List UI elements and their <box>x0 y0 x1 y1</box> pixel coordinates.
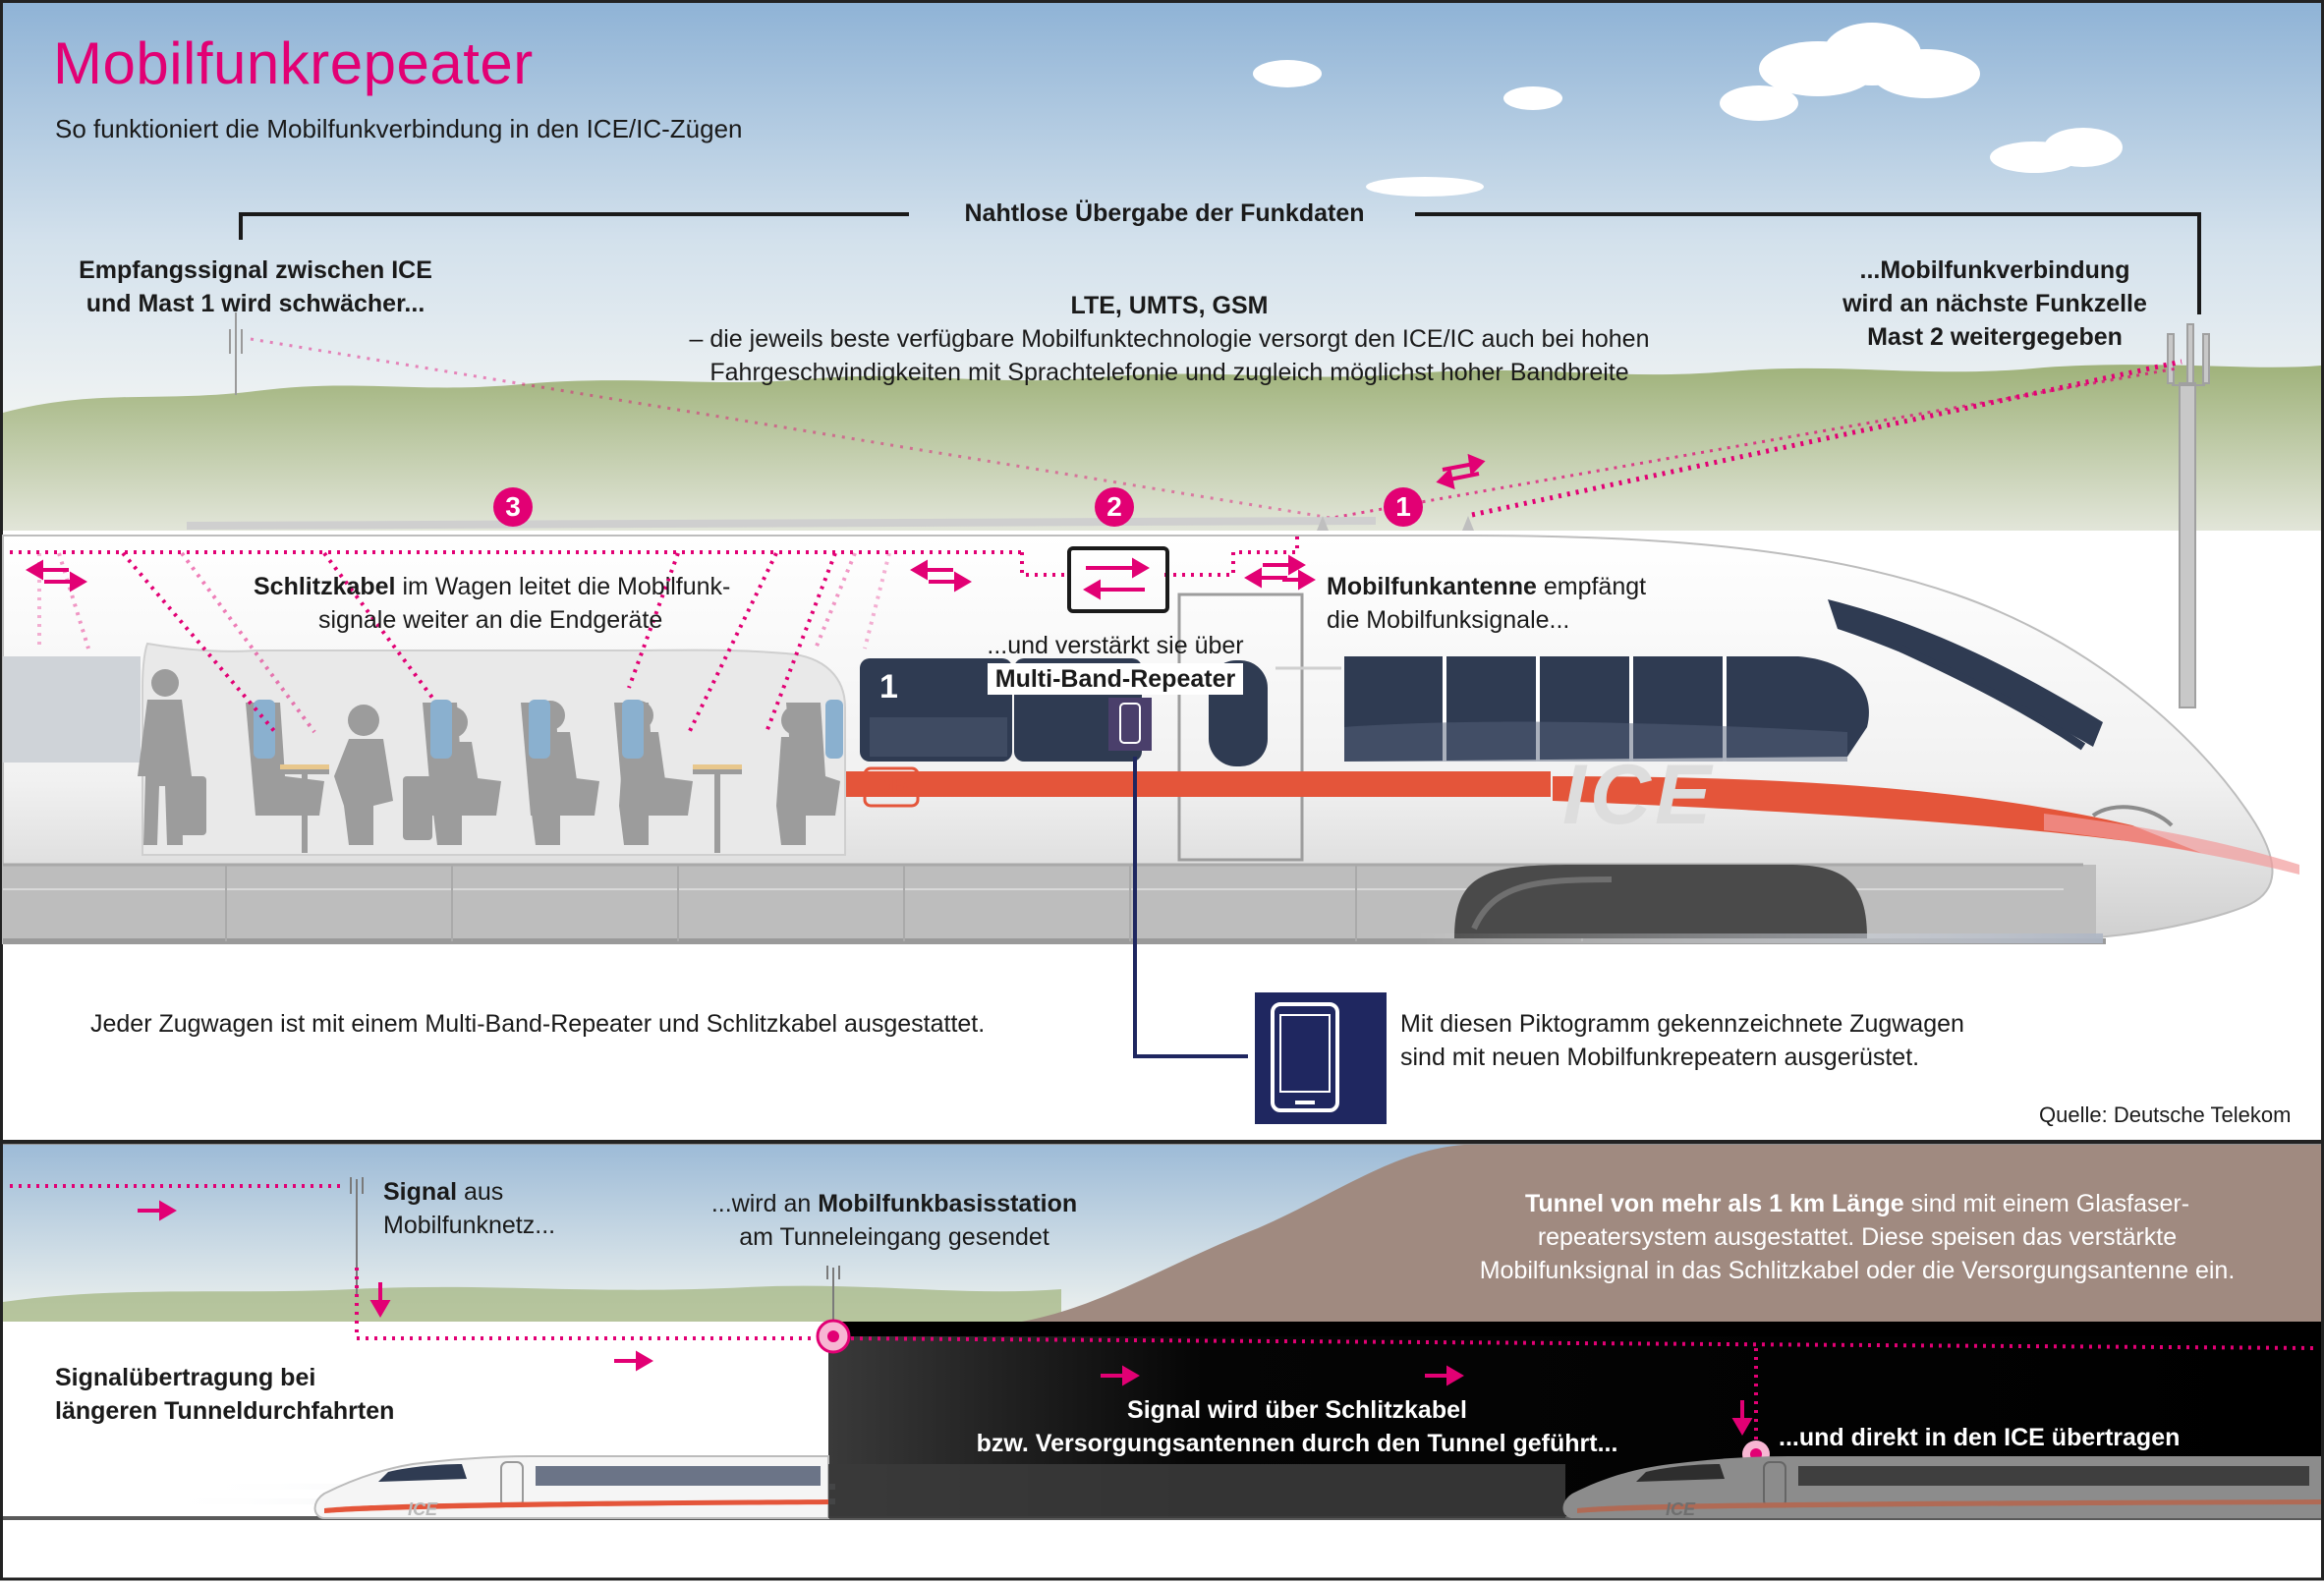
step-badge-2: 2 <box>1095 487 1134 527</box>
mast-1 <box>229 312 243 395</box>
handover-label: Nahtlose Übergabe der Funkdaten <box>964 199 1365 227</box>
car-number: 1 <box>879 668 898 706</box>
every-car-text: Jeder Zugwagen ist mit einem Multi-Band-… <box>90 1010 986 1038</box>
small-ice-grey <box>828 1456 2321 1518</box>
radio-beams <box>1326 359 2182 521</box>
mountain <box>1022 1145 2321 1334</box>
door <box>1177 593 1304 862</box>
base-station-mast <box>826 1266 840 1322</box>
page-subtitle: So funktioniert die Mobilfunkverbindung … <box>55 114 743 143</box>
mast-2 <box>2167 323 2210 708</box>
into-ice-text: ...und direkt in den ICE übertragen <box>1779 1424 2181 1451</box>
repeater-text: ...und verstärkt sie über Multi-Band-Rep… <box>987 632 1244 695</box>
repeater-box <box>1067 546 1169 613</box>
seats <box>254 700 843 759</box>
handover-bracket <box>239 212 2201 314</box>
window-band <box>3 656 141 763</box>
tunnel-arrows <box>138 1200 1753 1436</box>
tunnel-signal <box>10 1184 2318 1454</box>
db-logo-text: DB <box>874 772 909 799</box>
small-ice-brand: ICE <box>408 1499 438 1519</box>
step-badge-3: 3 <box>493 487 533 527</box>
hills <box>3 365 2321 536</box>
step-badge-1: 1 <box>1384 487 1423 527</box>
cloud <box>1253 23 2123 197</box>
bogie <box>1454 865 1867 938</box>
tech-title: LTE, UMTS, GSM <box>1070 292 1269 319</box>
page-title: Mobilfunkrepeater <box>53 30 534 96</box>
red-stripe <box>845 771 1551 797</box>
db-logo <box>863 766 920 808</box>
source-text: Quelle: Deutsche Telekom <box>2039 1102 2292 1127</box>
right-signal-text: ...Mobilfunkverbindung wird an nächste F… <box>1842 256 2147 351</box>
cabin-cutaway <box>142 642 846 856</box>
slot-cable-text: Schlitzkabel im Wagen leitet die Mobilfu… <box>254 573 731 634</box>
ice-brand: ICE <box>1562 748 1716 842</box>
antenna-text: Mobilfunkantenne empfängt die Mobilfunks… <box>1327 573 1647 634</box>
signal-text: Signal aus Mobilfunknetz... <box>383 1178 556 1239</box>
tech-text: LTE, UMTS, GSM – die jeweils beste verfü… <box>590 289 1749 389</box>
weak-beam <box>250 337 1337 521</box>
repeater-arrows <box>1083 557 1150 600</box>
through-tunnel-text: Signal wird über Schlitzkabel bzw. Verso… <box>976 1396 1618 1457</box>
base-station-text: ...wird an Mobilfunkbasisstation am Tunn… <box>710 1190 1078 1251</box>
small-ice-white <box>147 1455 835 1519</box>
left-signal-text: Empfangssignal zwischen ICE und Mast 1 w… <box>79 256 432 317</box>
pictogram-text: Mit diesen Piktogramm gekennzeichnete Zu… <box>1400 1010 1964 1071</box>
slot-cable <box>10 531 1299 736</box>
small-ice-brand-tunnel: ICE <box>1666 1499 1696 1519</box>
pictogram-connector <box>1133 757 1248 1058</box>
double-arrow <box>26 453 1486 593</box>
long-tunnel-title: Signalübertragung bei längeren Tunneldur… <box>55 1364 395 1425</box>
ground <box>3 1518 2321 1577</box>
fiber-repeater-text: Tunnel von mehr als 1 km Länge sind mit … <box>1479 1190 2236 1284</box>
windshield <box>1828 599 2103 747</box>
